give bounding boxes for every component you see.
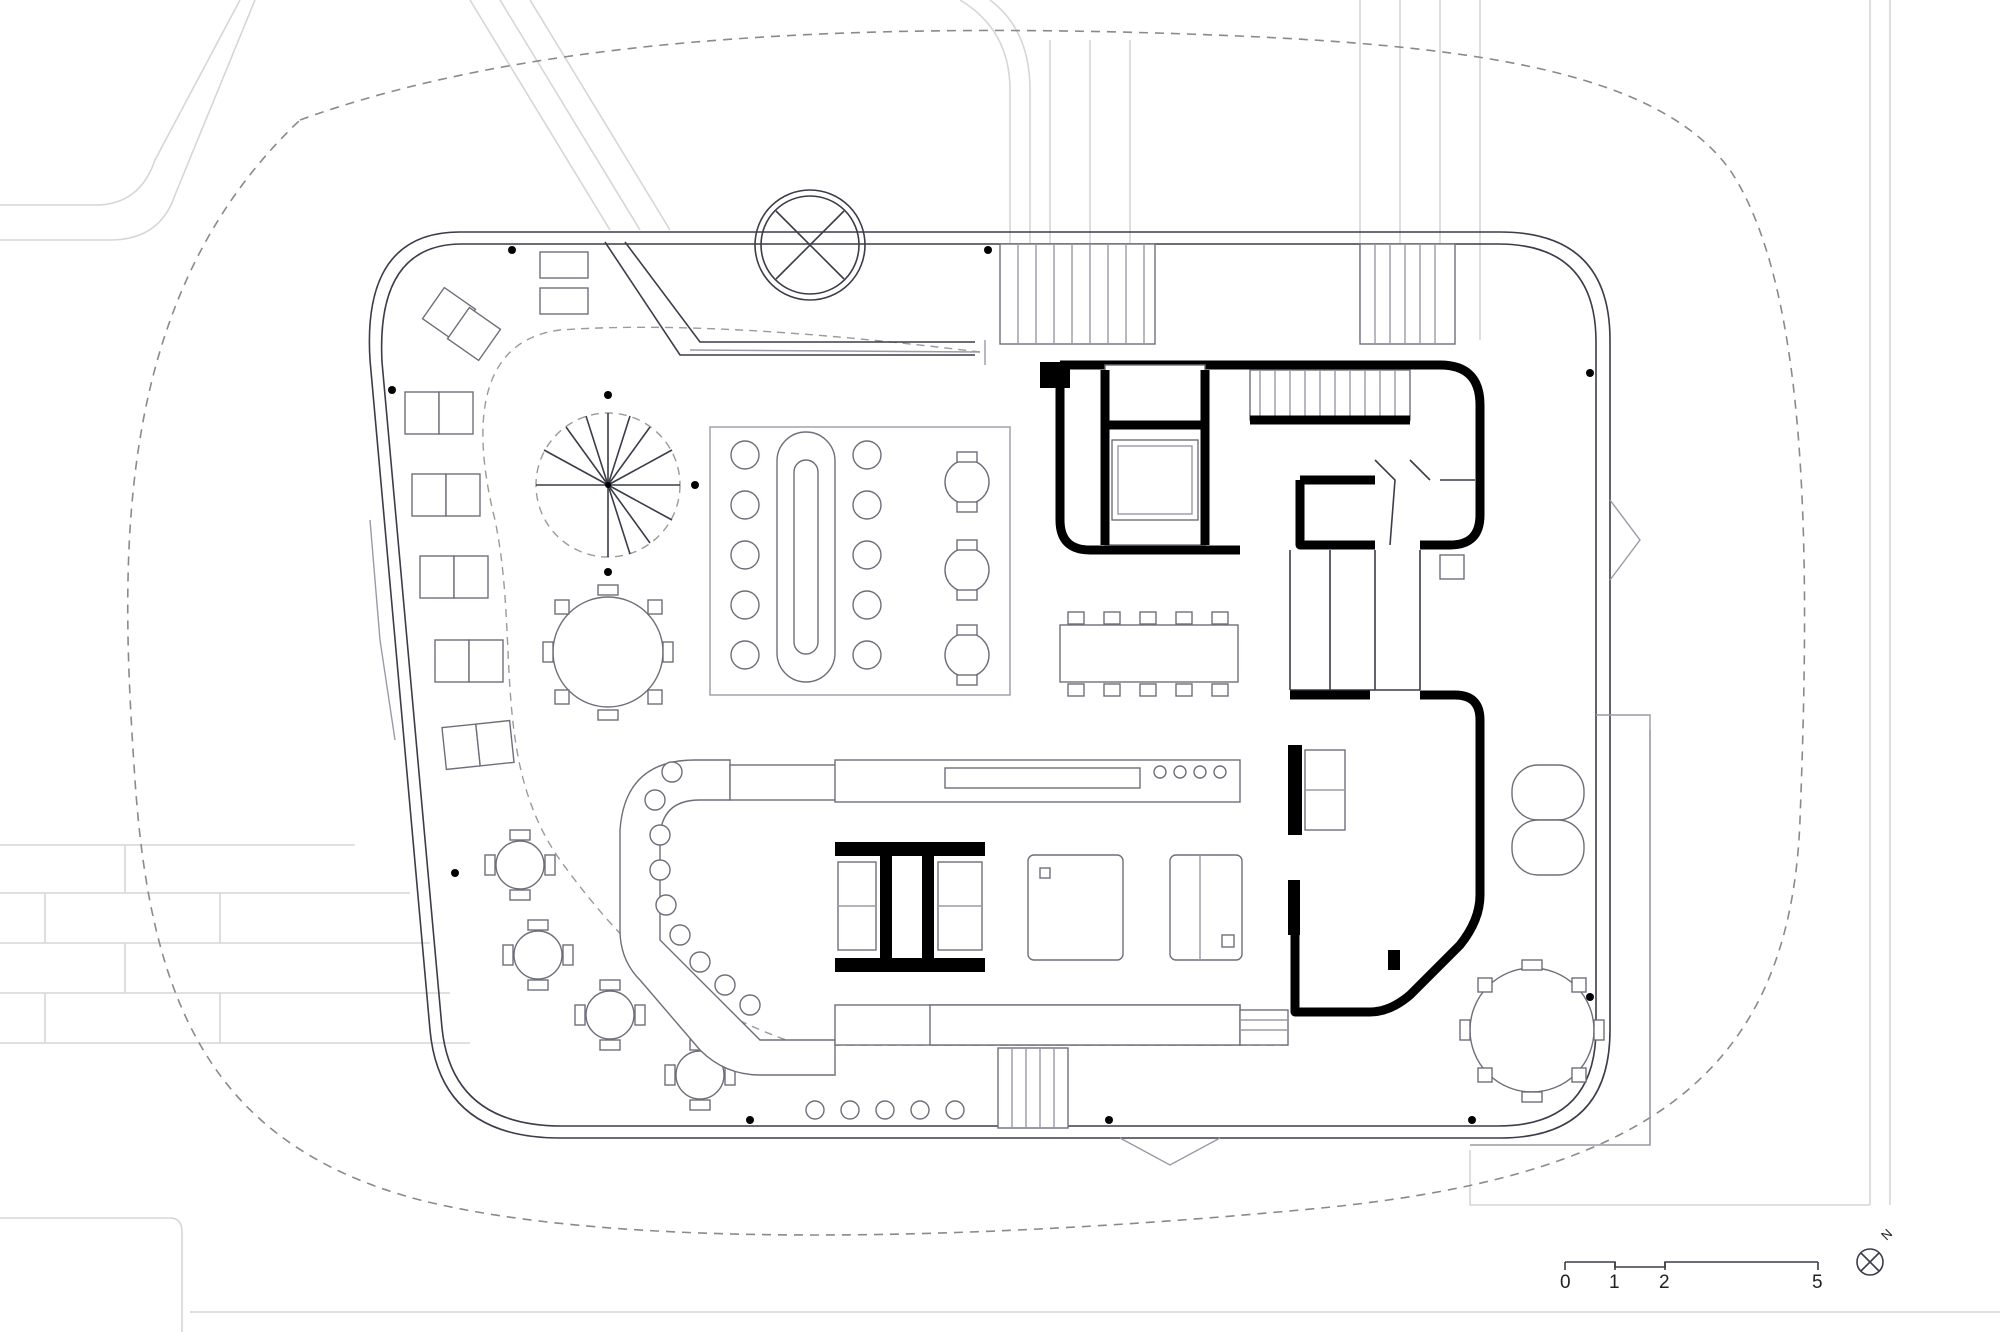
north-arrow-icon [1856,1248,1884,1276]
terrace-tables-left [404,251,589,771]
inner-dashed-edge [482,326,1290,1046]
core-bottom [1288,690,1485,1017]
meeting-table [1059,611,1239,697]
dining-area [709,426,1011,696]
scale-tick-5: 5 [1812,1272,1823,1293]
core-top [1040,360,1485,580]
terrace-right [369,499,1651,1145]
round-table-large-left [542,584,674,721]
spiral-stair [535,391,699,576]
scale-tick-1: 1 [1609,1272,1620,1293]
scale-tick-2: 2 [1659,1272,1670,1293]
scale-tick-0: 0 [1560,1272,1571,1293]
bottom-stair [997,1047,1221,1166]
site-boundary [126,29,1806,1236]
entry-ramp [604,241,1456,365]
round-tables-small [484,829,736,1111]
corridor [1289,550,1421,691]
scale-bar [1564,1261,1819,1270]
kitchen [619,759,1289,1120]
columns [388,246,1594,1124]
skylight [754,189,866,301]
